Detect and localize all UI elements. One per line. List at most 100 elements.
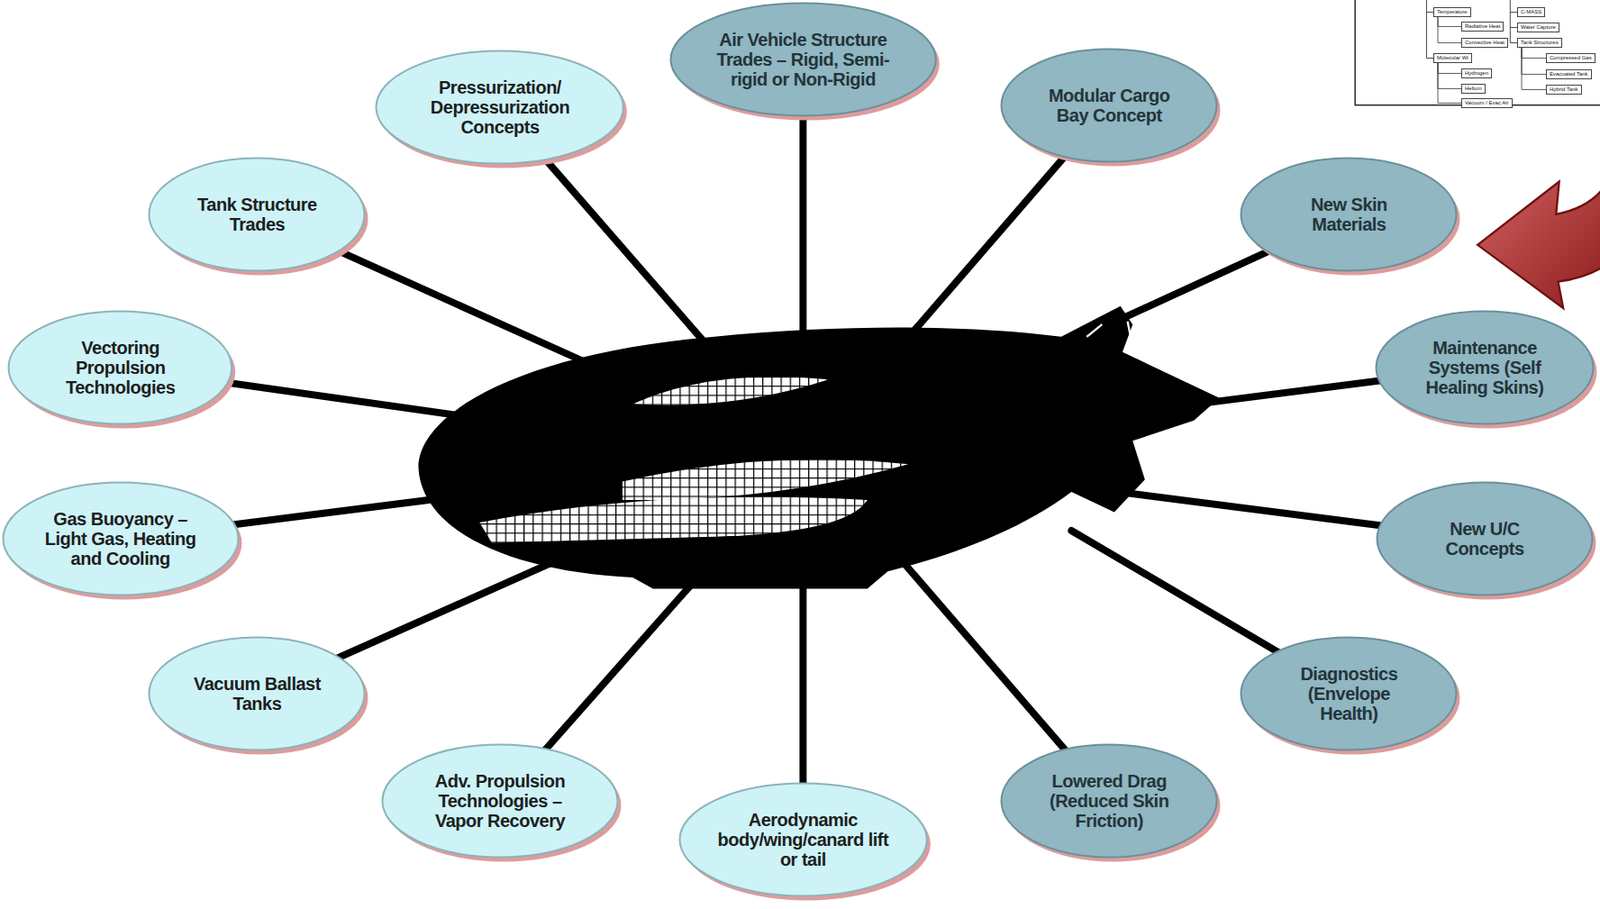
ellipse-shape bbox=[149, 157, 365, 271]
node-label: New U/C Concepts bbox=[1417, 518, 1553, 559]
ellipse-shape bbox=[679, 783, 927, 897]
node-label: Lowered Drag (Reduced Skin Friction) bbox=[1032, 771, 1186, 831]
tree-box: Vacuum / Evac Air bbox=[1461, 98, 1513, 109]
node-text-group: New Skin Materials bbox=[1281, 194, 1417, 235]
node-label: Modular Cargo Bay Concept bbox=[1032, 85, 1186, 126]
tree-connector bbox=[1521, 47, 1546, 91]
ellipse-shape bbox=[1377, 482, 1593, 596]
node-label: Maintenance Systems (Self Healing Skins) bbox=[1406, 337, 1564, 398]
node-text-group: Pressurization/ Depressurization Concept… bbox=[409, 77, 591, 137]
node-label: Convective Heat bbox=[1464, 39, 1505, 46]
node-label: Compressed Gas bbox=[1549, 54, 1592, 62]
airship-silhouette bbox=[418, 306, 1219, 590]
node-text-group: Lowered Drag (Reduced Skin Friction) bbox=[1032, 771, 1186, 831]
tree-connector bbox=[1437, 63, 1462, 90]
tree-box: Radiative Heat bbox=[1461, 21, 1504, 32]
ellipse-shape bbox=[2, 482, 238, 596]
ellipse-shape bbox=[1241, 157, 1457, 271]
node-label: New Skin Materials bbox=[1281, 194, 1417, 235]
node-label: Tank Structure Trades bbox=[180, 194, 334, 235]
node-label: Aerodynamic body/wing/canard lift or tai… bbox=[712, 809, 893, 870]
tree-box: Hybrid Tank bbox=[1545, 84, 1582, 95]
concept-ellipse: Vectoring Propulsion Technologies bbox=[7, 309, 234, 426]
node-label: Radiative Heat bbox=[1464, 23, 1500, 30]
node-label: Helium bbox=[1464, 85, 1482, 92]
node-label: Hydrogen bbox=[1464, 70, 1489, 77]
concept-ellipse: Gas Buoyancy – Light Gas, Heating and Co… bbox=[1, 481, 240, 597]
tree-connector bbox=[1437, 63, 1462, 104]
node-text-group: Air Vehicle Structure Trades – Rigid, Se… bbox=[706, 29, 900, 90]
tree-connector bbox=[1521, 47, 1546, 59]
inset-frame bbox=[1354, 0, 1600, 106]
tree-box: Convective Heat bbox=[1461, 37, 1509, 48]
spoke-lines bbox=[120, 59, 1485, 840]
node-text-group: Convective Heat bbox=[1464, 39, 1505, 46]
node-label: Water Capture bbox=[1520, 24, 1556, 31]
ellipse-shape bbox=[1001, 745, 1218, 858]
node-text-group: Molecular Wt bbox=[1436, 54, 1469, 62]
concept-ellipse: Air Vehicle Structure Trades – Rigid, Se… bbox=[669, 1, 937, 118]
tree-box: Helium bbox=[1461, 83, 1486, 94]
node-text-group: Water Capture bbox=[1520, 24, 1556, 31]
concept-ellipse: Modular Cargo Bay Concept bbox=[1000, 47, 1219, 164]
node-text-group: C-MASS bbox=[1520, 9, 1542, 16]
node-label: Vacuum / Evac Air bbox=[1464, 100, 1510, 107]
node-text-group: Vacuum Ballast Tanks bbox=[180, 673, 334, 714]
node-label: Evacuated Tank bbox=[1549, 71, 1589, 78]
node-text-group: Evacuated Tank bbox=[1549, 71, 1589, 78]
node-text-group: Gas Buoyancy – Light Gas, Heating and Co… bbox=[35, 509, 207, 569]
ellipse-shape bbox=[1001, 48, 1218, 162]
node-text-group: Temperature bbox=[1436, 9, 1468, 16]
tree-box: Temperature bbox=[1433, 7, 1472, 18]
ellipse-shape bbox=[149, 637, 365, 751]
ellipse-shape bbox=[376, 50, 624, 164]
concept-ellipse: Diagnostics (Envelope Health) bbox=[1239, 636, 1458, 752]
node-text-group: Maintenance Systems (Self Healing Skins) bbox=[1406, 337, 1564, 398]
inset-panel bbox=[1354, 0, 1600, 106]
tree-connector bbox=[1437, 17, 1462, 44]
node-label: Pressurization/ Depressurization Concept… bbox=[409, 77, 591, 137]
concept-ellipse: Adv. Propulsion Technologies – Vapor Rec… bbox=[381, 743, 619, 859]
node-text-group: Aerodynamic body/wing/canard lift or tai… bbox=[712, 809, 893, 870]
node-label: Tank Structures bbox=[1520, 39, 1559, 46]
node-label: Molecular Wt bbox=[1436, 54, 1469, 62]
tree-box: C-MASS bbox=[1517, 7, 1546, 18]
tree-stub bbox=[1426, 0, 1518, 59]
tree-box: Water Capture bbox=[1517, 22, 1560, 33]
node-label: Hybrid Tank bbox=[1549, 86, 1579, 93]
ellipse-shape bbox=[1241, 637, 1457, 751]
node-text-group: Diagnostics (Envelope Health) bbox=[1276, 663, 1421, 724]
concept-ellipse: Tank Structure Trades bbox=[147, 156, 366, 273]
node-label: Adv. Propulsion Technologies – Vapor Rec… bbox=[414, 771, 586, 831]
node-text-group: Compressed Gas bbox=[1549, 54, 1592, 62]
tree-box: Molecular Wt bbox=[1433, 53, 1473, 64]
concept-ellipse: New U/C Concepts bbox=[1375, 481, 1594, 597]
node-text-group: Vectoring Propulsion Technologies bbox=[39, 337, 202, 398]
node-text-group: Adv. Propulsion Technologies – Vapor Rec… bbox=[414, 771, 586, 831]
concept-ellipse: New Skin Materials bbox=[1239, 156, 1458, 273]
ellipse-shape bbox=[670, 2, 936, 116]
node-text-group: Hydrogen bbox=[1464, 70, 1489, 77]
node-label: Temperature bbox=[1436, 9, 1468, 16]
concept-ellipse: Vacuum Ballast Tanks bbox=[147, 636, 366, 752]
concept-ellipse: Pressurization/ Depressurization Concept… bbox=[374, 49, 625, 165]
concept-ellipse: Maintenance Systems (Self Healing Skins) bbox=[1374, 309, 1595, 426]
tree-box: Hydrogen bbox=[1461, 68, 1492, 79]
node-text-group: Radiative Heat bbox=[1464, 23, 1500, 30]
node-text-group: New U/C Concepts bbox=[1417, 518, 1553, 559]
node-text-group: Tank Structures bbox=[1520, 39, 1559, 46]
node-label: Gas Buoyancy – Light Gas, Heating and Co… bbox=[35, 509, 207, 569]
node-label: Diagnostics (Envelope Health) bbox=[1276, 663, 1421, 724]
node-label: C-MASS bbox=[1520, 9, 1542, 16]
ellipse-shape bbox=[9, 310, 233, 424]
tree-box: Tank Structures bbox=[1517, 37, 1563, 48]
node-text-group: Modular Cargo Bay Concept bbox=[1032, 85, 1186, 126]
ellipse-shape bbox=[382, 745, 619, 858]
tree-connector bbox=[1437, 63, 1462, 74]
pointer-arrow bbox=[1477, 181, 1600, 309]
node-text-group: Vacuum / Evac Air bbox=[1464, 100, 1510, 107]
node-text-group: Helium bbox=[1464, 85, 1482, 92]
